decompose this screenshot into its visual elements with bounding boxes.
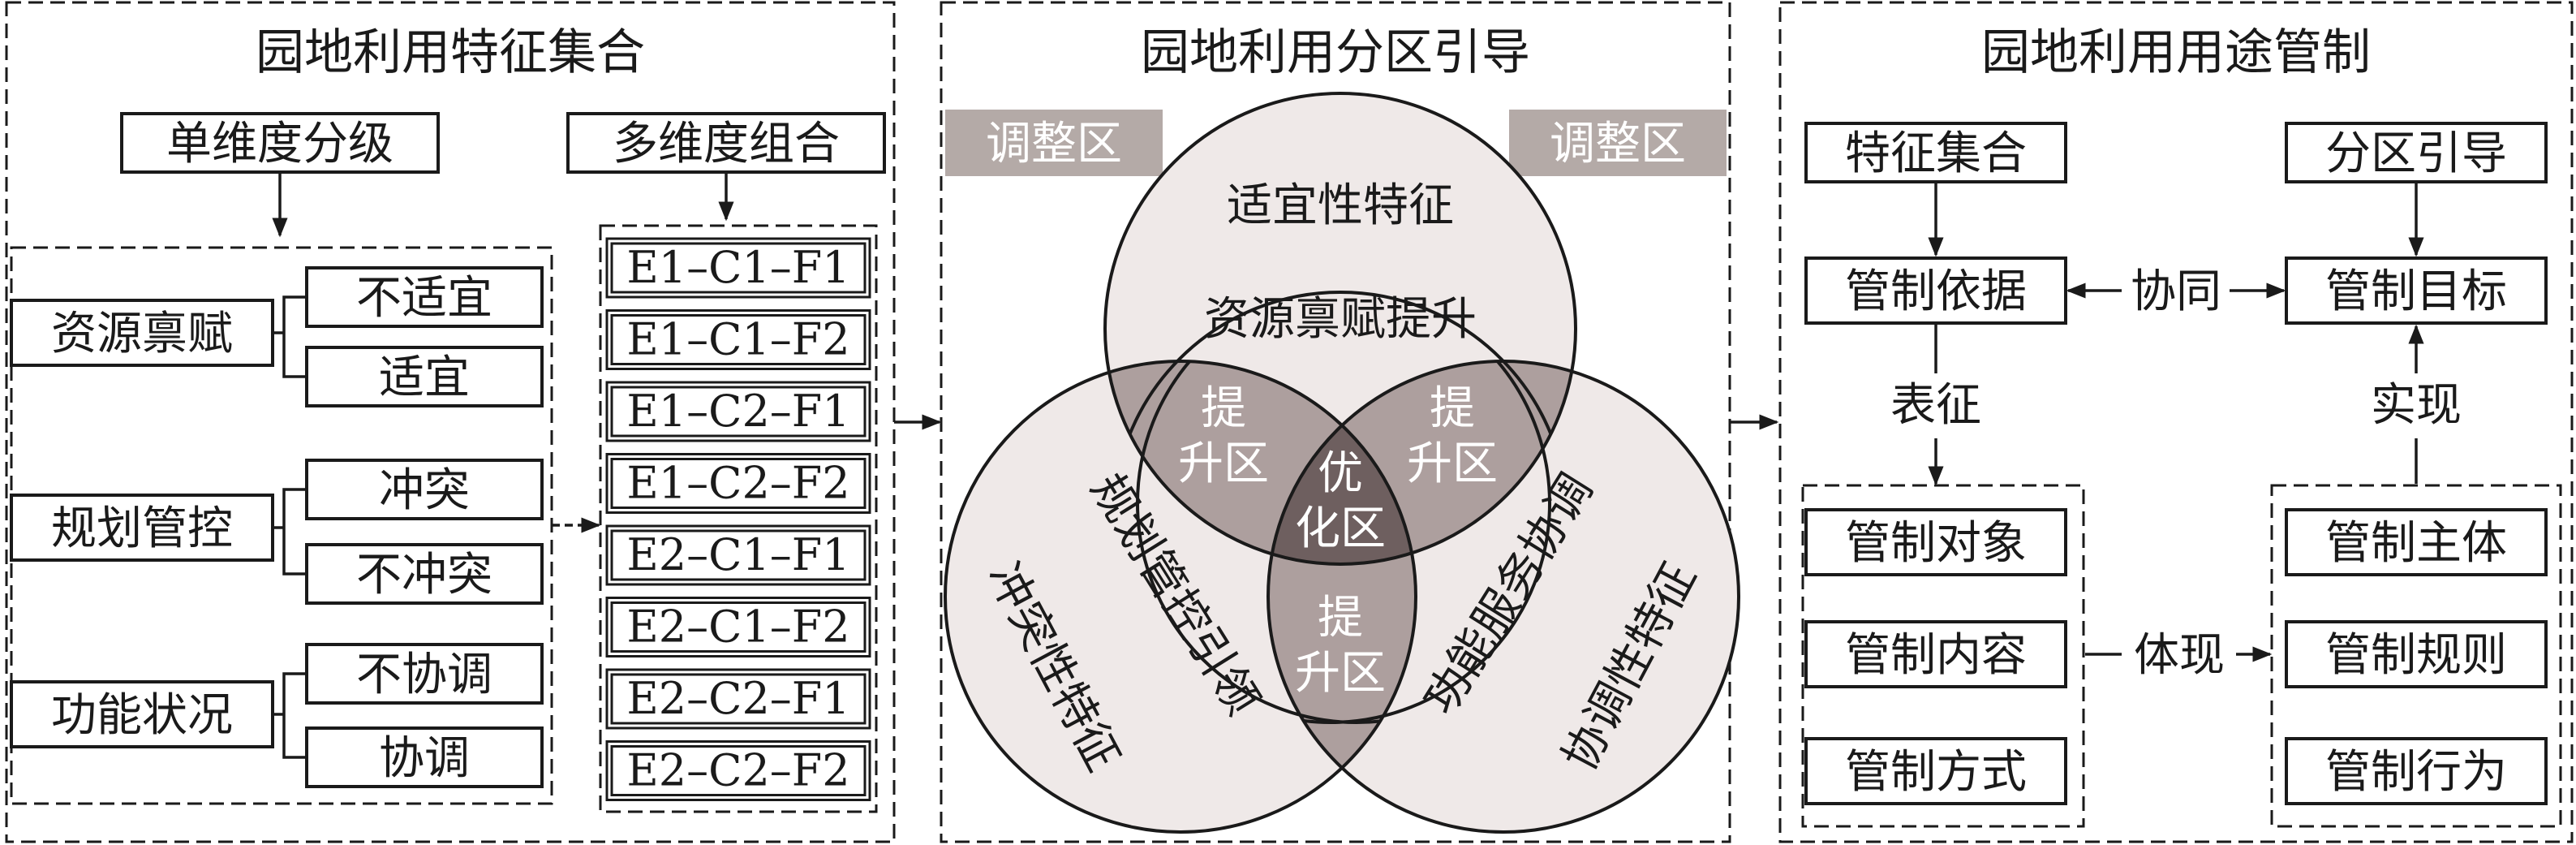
option-uncoordinated-label: 不协调 xyxy=(356,649,492,701)
zone-guide-box xyxy=(2285,122,2548,183)
combo-label: E1–C1–F2 xyxy=(626,314,849,365)
lift-zone-right-1: 提 xyxy=(1430,382,1475,435)
subjects-frame xyxy=(2270,484,2562,828)
group-resource-bracket xyxy=(273,295,307,378)
group-function-bracket xyxy=(273,672,307,759)
subject-label-0: 管制主体 xyxy=(2325,517,2507,570)
subject-box-1 xyxy=(2285,620,2548,688)
combo-box-inner xyxy=(610,314,867,365)
adjust-zone-tag-left-label: 调整区 xyxy=(986,118,1122,170)
object-label-2: 管制方式 xyxy=(1845,746,2027,799)
objects-frame xyxy=(1801,484,2085,828)
combo-label: E1–C1–F1 xyxy=(626,242,849,293)
group-resource-label: 资源禀赋 xyxy=(51,308,233,360)
object-box-2 xyxy=(1804,737,2067,805)
lift-zone-right-2: 升区 xyxy=(1407,438,1498,490)
feature-set-box xyxy=(1804,122,2067,183)
subject-box-0 xyxy=(2285,508,2548,576)
optimize-zone-1: 优 xyxy=(1318,447,1363,500)
combo-box-inner xyxy=(610,601,867,653)
lift-zone-left-1: 提 xyxy=(1201,382,1246,435)
combos-frame xyxy=(599,224,878,813)
combo-box-inner xyxy=(610,673,867,725)
basis-box xyxy=(1804,257,2067,325)
option-suitable-box xyxy=(305,346,544,407)
subject-box-2 xyxy=(2285,737,2548,805)
characterize-label: 表征 xyxy=(1890,379,1981,432)
multi-dim-label: 多维度组合 xyxy=(613,118,840,170)
object-label-0: 管制对象 xyxy=(1845,517,2027,570)
target-box xyxy=(2285,257,2548,325)
combo-label: E2–C1–F2 xyxy=(626,601,849,653)
group-function-label: 功能状况 xyxy=(51,689,233,742)
group-planning-box xyxy=(10,494,274,562)
group-planning-label: 规划管控 xyxy=(51,502,233,555)
basis-label: 管制依据 xyxy=(1845,265,2027,318)
adjust-zone-tag-right-label: 调整区 xyxy=(1550,118,1686,170)
optimize-zone-2: 化区 xyxy=(1295,502,1386,555)
middle-panel-title: 园地利用分区引导 xyxy=(1141,24,1530,81)
object-label-1: 管制内容 xyxy=(1845,629,2027,682)
suitability-label: 适宜性特征 xyxy=(1227,179,1454,232)
group-resource-box xyxy=(10,299,274,367)
option-unsuitable-label: 不适宜 xyxy=(356,272,492,325)
combo-list: E1–C1–F1E1–C1–F2E1–C2–F1E1–C2–F2E2–C1–F1… xyxy=(605,237,871,801)
right-inner-ring xyxy=(1268,361,1551,724)
object-box-1 xyxy=(1804,620,2067,688)
combo-label: E2–C2–F2 xyxy=(626,745,849,796)
target-label: 管制目标 xyxy=(2325,265,2507,318)
combo-label: E2–C2–F1 xyxy=(626,673,849,724)
combo-label: E1–C2–F2 xyxy=(626,458,849,509)
resource-upgrade-label: 资源禀赋提升 xyxy=(1204,293,1477,346)
lift-zone-bottom-2: 升区 xyxy=(1295,647,1386,700)
single-dim-label: 单维度分级 xyxy=(166,118,393,170)
zone-guide-label: 分区引导 xyxy=(2325,127,2507,180)
option-uncoordinated-box xyxy=(305,643,544,705)
conflict-circle-outline xyxy=(944,360,1417,834)
left-panel-title: 园地利用特征集合 xyxy=(256,24,645,81)
feature-set-label: 特征集合 xyxy=(1845,127,2027,180)
lift-zone-left-2: 升区 xyxy=(1178,438,1269,490)
option-unsuitable-box xyxy=(305,266,544,328)
option-coordinated-box xyxy=(305,726,544,788)
lift-zone-bottom-1: 提 xyxy=(1318,592,1363,645)
combo-label: E1–C2–F1 xyxy=(626,386,849,437)
option-conflict-box xyxy=(305,459,544,520)
subject-label-2: 管制行为 xyxy=(2325,746,2507,799)
suitability-circle-outline xyxy=(1103,92,1577,566)
combo-box-inner xyxy=(610,386,867,438)
combo-box-inner xyxy=(610,745,867,796)
combo-box-inner xyxy=(610,242,867,294)
group-planning-bracket xyxy=(273,488,307,576)
combo-box-inner xyxy=(610,458,867,509)
combo-box-inner xyxy=(610,529,867,581)
right-panel: 园地利用用途管制 特征集合 分区引导 管制依据 管制目标 协同 表征 实现 管制… xyxy=(1778,1,2574,843)
adjust-zone-tag-left xyxy=(945,110,1163,176)
embody-label: 体现 xyxy=(2134,629,2225,682)
right-panel-frame xyxy=(1778,1,2574,843)
option-no-conflict-label: 不冲突 xyxy=(356,549,492,601)
subject-label-1: 管制规则 xyxy=(2325,629,2507,682)
object-box-0 xyxy=(1804,508,2067,576)
left-panel: 园地利用特征集合 单维度分级 多维度组合 资源禀赋 不适宜 适宜 规划管控 冲突… xyxy=(5,1,896,843)
right-panel-title: 园地利用用途管制 xyxy=(1981,24,2371,81)
adjust-zone-tag-right xyxy=(1509,110,1727,176)
coordinate-label: 协同 xyxy=(2131,265,2221,318)
option-suitable-label: 适宜 xyxy=(379,351,470,404)
option-coordinated-label: 协调 xyxy=(379,732,470,785)
option-conflict-label: 冲突 xyxy=(379,464,470,517)
realize-label: 实现 xyxy=(2371,379,2462,432)
combo-label: E2–C1–F1 xyxy=(626,529,849,580)
option-no-conflict-box xyxy=(305,543,544,605)
middle-panel: 园地利用分区引导 调整区 调整区 适宜性特征 资源禀赋提升 冲突性特征 xyxy=(940,1,1740,843)
